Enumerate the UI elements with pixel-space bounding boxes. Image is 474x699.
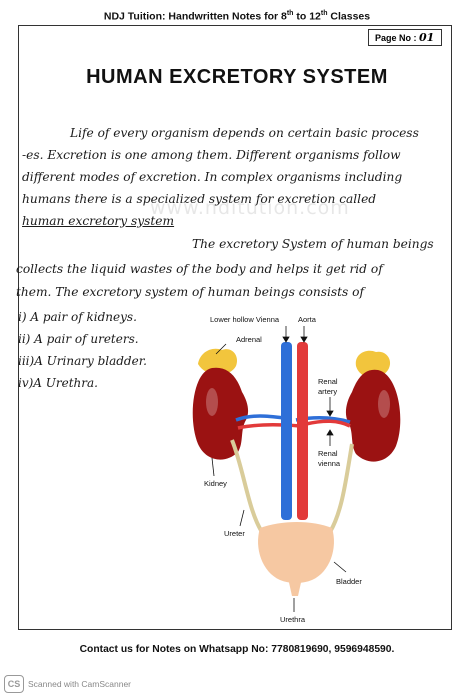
label-adrenal: Adrenal (236, 335, 262, 344)
right-ureter (328, 443, 354, 534)
list-item-2: ii) A pair of ureters. (18, 332, 139, 346)
right-adrenal-gland (355, 350, 391, 378)
watermark: www.nditution.com (150, 197, 350, 219)
para1-line-1: Life of every organism depends on certai… (70, 126, 419, 140)
right-kidney (345, 369, 401, 462)
header-text-mid: to 12 (293, 10, 321, 23)
label-aorta: Aorta (298, 315, 317, 324)
renal-vein-left (235, 414, 285, 422)
page-header: NDJ Tuition: Handwritten Notes for 8th t… (0, 10, 474, 23)
para2-line-3: them. The excretory system of human bein… (16, 285, 364, 299)
para1-line-3: different modes of excretion. In complex… (22, 170, 403, 184)
left-kidney-highlight (206, 388, 218, 416)
para1-underlined-term: human excretory system (22, 214, 175, 228)
label-renal-vienna-line2: vienna (318, 459, 341, 468)
page-number-label: Page No : (375, 33, 417, 43)
urethra-tube (288, 578, 302, 596)
header-sup-1: th (286, 10, 294, 17)
list-item-4: iv)A Urethra. (18, 376, 98, 390)
left-kidney (192, 367, 249, 460)
camscanner-logo-icon: CS (4, 675, 24, 693)
label-ureter: Ureter (224, 529, 245, 538)
renal-artery-right (305, 419, 351, 428)
label-renal-artery-line1: Renal (318, 377, 338, 386)
vena-cava (281, 342, 292, 520)
notes-sheet-border (18, 25, 452, 630)
header-text-suffix: Classes (327, 10, 371, 23)
header-sup-2: th (320, 10, 328, 17)
leader-lines (211, 326, 347, 612)
para2-line-1: The excretory System of human beings (192, 237, 434, 251)
left-ureter (230, 439, 264, 534)
para2-line-2: collects the liquid wastes of the body a… (16, 262, 383, 276)
left-adrenal-gland (198, 348, 238, 375)
label-kidney: Kidney (204, 479, 227, 488)
header-text-prefix: NDJ Tuition: Handwritten Notes for 8 (103, 10, 287, 23)
page-number-box: Page No : 01 (368, 29, 442, 46)
camscanner-badge: CS Scanned with CamScanner (4, 674, 131, 694)
aorta (297, 342, 308, 520)
page-title: HUMAN EXCRETORY SYSTEM (86, 66, 388, 88)
list-item-3: iii)A Urinary bladder. (18, 354, 147, 368)
list-item-1: i) A pair of kidneys. (18, 310, 137, 324)
label-vena: Lower hollow Vienna (210, 315, 280, 324)
right-kidney-highlight (378, 390, 390, 418)
label-renal-vienna-line1: Renal (318, 449, 338, 458)
urinary-bladder (258, 522, 334, 583)
contact-footer: Contact us for Notes on Whatsapp No: 778… (79, 644, 395, 655)
label-bladder: Bladder (336, 577, 362, 586)
para1-line-4: humans there is a specialized system for… (22, 192, 377, 206)
page-number-value: 01 (419, 31, 435, 44)
para1-line-2: -es. Excretion is one among them. Differ… (22, 148, 401, 162)
renal-artery-left (237, 422, 301, 430)
camscanner-text: Scanned with CamScanner (28, 679, 132, 689)
label-urethra: Urethra (280, 615, 306, 624)
label-renal-artery-line2: artery (318, 387, 337, 396)
